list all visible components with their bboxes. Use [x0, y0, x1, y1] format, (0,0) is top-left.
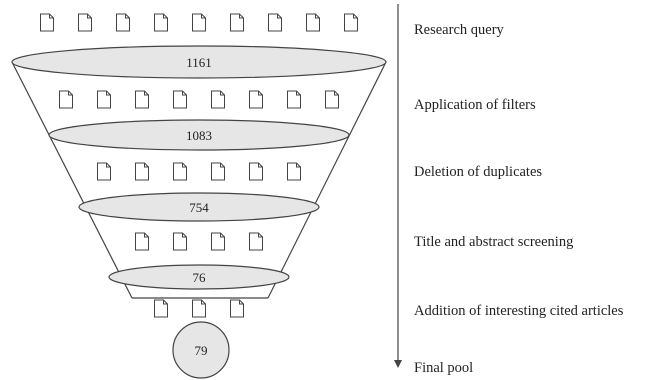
- count-research-query: 1161: [186, 55, 212, 70]
- document-icon: [249, 232, 263, 251]
- document-icon: [306, 13, 320, 32]
- document-icon: [268, 13, 282, 32]
- document-icon: [154, 299, 168, 318]
- count-screening: 76: [193, 270, 207, 285]
- document-icon: [135, 232, 149, 251]
- count-filters: 1083: [186, 128, 212, 143]
- document-icon: [135, 90, 149, 109]
- document-icon: [59, 90, 73, 109]
- document-icon: [40, 13, 54, 32]
- document-icon: [97, 162, 111, 181]
- document-icon: [116, 13, 130, 32]
- document-icon: [173, 90, 187, 109]
- ellipse-duplicates: [78, 192, 320, 222]
- document-icon: [154, 13, 168, 32]
- document-icon: [287, 90, 301, 109]
- stage-label-filters: Application of filters: [414, 97, 536, 113]
- document-icon: [192, 299, 206, 318]
- document-icon: [287, 162, 301, 181]
- final-pool-circle: [172, 321, 230, 379]
- stage-label-final-pool: Final pool: [414, 360, 473, 376]
- document-icon: [97, 90, 111, 109]
- document-icon: [230, 299, 244, 318]
- stage-label-screening: Title and abstract screening: [414, 234, 573, 250]
- document-icon: [211, 232, 225, 251]
- document-icon: [173, 162, 187, 181]
- stage-label-duplicates: Deletion of duplicates: [414, 164, 542, 180]
- ellipse-screening: [108, 264, 290, 290]
- document-icon: [211, 162, 225, 181]
- document-icon: [211, 90, 225, 109]
- count-duplicates: 754: [189, 200, 209, 215]
- process-arrow-head: [394, 360, 402, 368]
- document-icon: [78, 13, 92, 32]
- funnel-left-edge: [11, 61, 133, 299]
- document-icon: [344, 13, 358, 32]
- document-icon: [230, 13, 244, 32]
- ellipse-research-query: [11, 45, 387, 79]
- document-icon: [325, 90, 339, 109]
- stage-label-cited-articles: Addition of interesting cited articles: [414, 303, 624, 319]
- ellipse-filters: [48, 119, 350, 151]
- document-icons: [40, 13, 358, 318]
- funnel-right-edge: [267, 61, 387, 299]
- stage-label-research-query: Research query: [414, 22, 505, 38]
- document-icon: [249, 162, 263, 181]
- document-icon: [135, 162, 149, 181]
- count-final-pool: 79: [195, 343, 208, 358]
- document-icon: [249, 90, 263, 109]
- document-icon: [173, 232, 187, 251]
- document-icon: [192, 13, 206, 32]
